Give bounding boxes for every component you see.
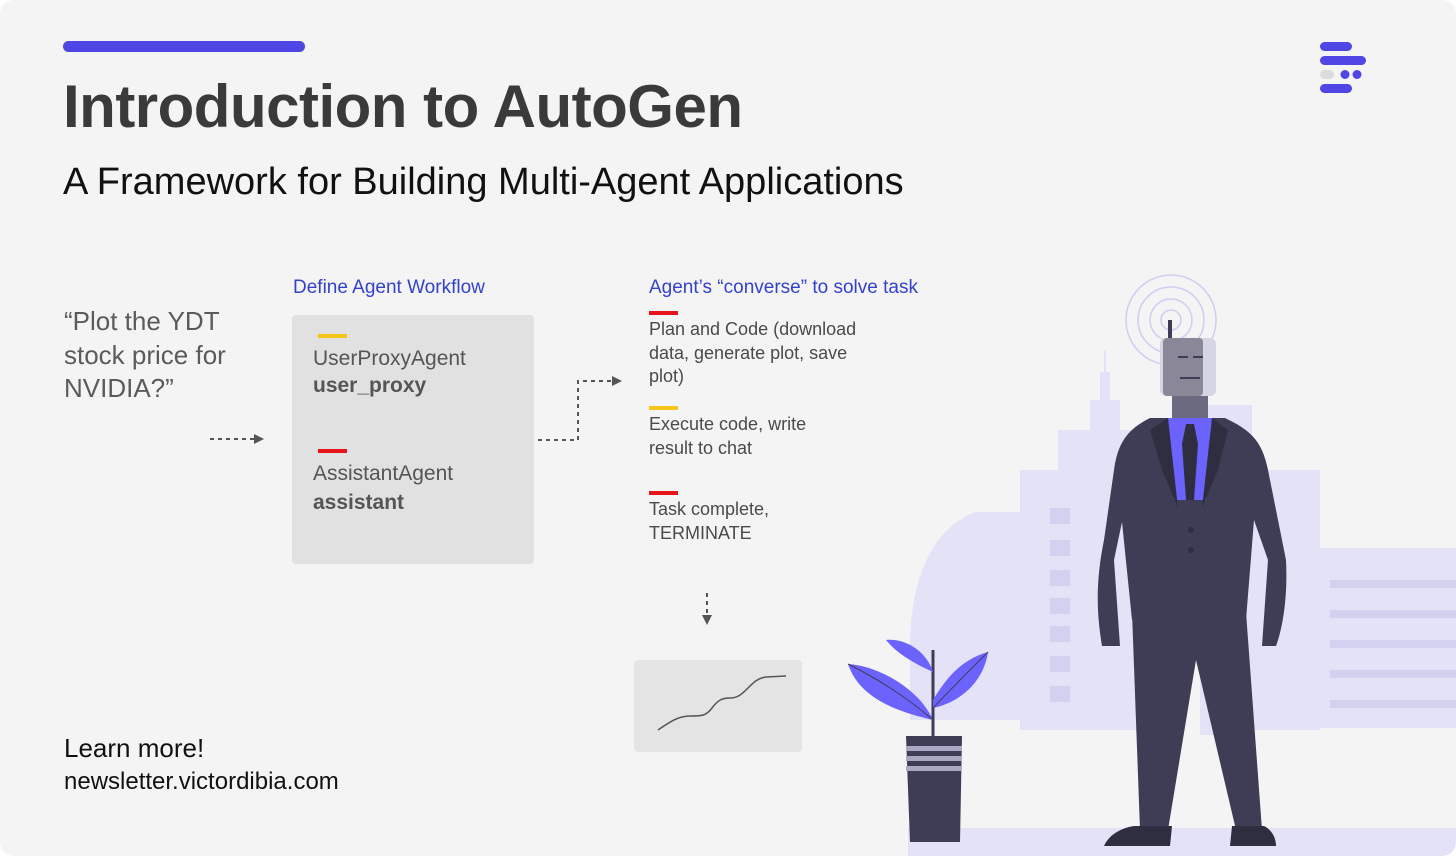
step-terminate: Task complete, TERMINATE [649,499,770,543]
step-marker-terminate [649,491,678,495]
workflow-arrow-icon [536,372,628,444]
assistant-marker [318,449,347,453]
result-plot-thumbnail [634,660,802,752]
agent-role-user-proxy: UserProxyAgent [313,347,466,370]
workflow-box: UserProxyAgent user_proxy AssistantAgent… [292,315,534,564]
newsletter-link[interactable]: newsletter.victordibia.com [64,768,339,795]
potted-plant-icon [847,639,989,842]
agent-name-assistant: assistant [313,491,405,514]
page-title: Introduction to AutoGen [63,73,743,140]
down-arrow-icon [699,591,715,629]
city-skyline-icon [908,350,1456,856]
user-prompt: “Plot the YDT stock price for NVIDIA?” [64,306,226,403]
agent-name-user-proxy: user_proxy [313,374,427,397]
plot-line-icon [657,675,787,731]
page-subtitle: A Framework for Building Multi-Agent App… [63,161,904,203]
accent-bar [63,41,305,52]
robot-businessman-illustration [840,260,1456,856]
step-marker-plan [649,311,678,315]
step-marker-execute [649,406,678,410]
user-proxy-marker [318,334,347,338]
prompt-arrow-icon [208,431,268,447]
step-plan-and-code: Plan and Code (download data, generate p… [649,319,857,386]
brand-logo-icon [1318,42,1368,96]
workflow-label: Define Agent Workflow [293,277,485,298]
step-execute-code: Execute code, write result to chat [649,414,807,458]
agent-role-assistant: AssistantAgent [313,462,454,485]
conversation-label: Agent’s “converse” to solve task [649,277,918,298]
learn-more-text: Learn more! [64,733,205,763]
